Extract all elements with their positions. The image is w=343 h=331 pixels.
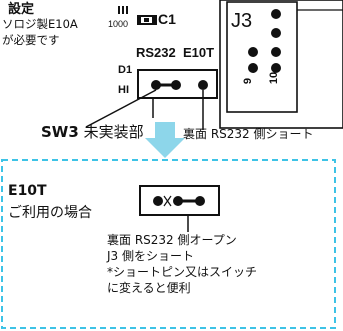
down-arrow-icon — [145, 122, 185, 158]
capacitor-c1 — [137, 15, 157, 25]
sw3-caption-rest: 未実装部 — [78, 123, 144, 141]
back-short-rs232-label: 裏面 RS232 側ショート — [183, 127, 314, 141]
pin-10-label: 10 — [268, 71, 281, 85]
e10t-title: E10T — [8, 183, 47, 199]
note-line1: ソロジ製E10A — [2, 17, 78, 31]
pin-9-label: 9 — [242, 77, 255, 85]
sw3-footprint — [137, 69, 218, 130]
e10t-note-line: *ショートピン又はスイッチ — [107, 265, 258, 279]
note-line2: が必要です — [2, 33, 60, 47]
switch-header-label: RS232 E10T — [136, 45, 215, 60]
cap-value-label: 1000 — [108, 19, 129, 29]
note-title-fragment: 設定 — [8, 2, 35, 17]
d1-label: D1 — [118, 64, 133, 76]
sw3-caption-bold: SW3 — [41, 123, 79, 141]
j3-connector — [219, 0, 343, 129]
e10t-usage-label: ご利用の場合 — [8, 205, 92, 221]
e10t-note-line: J3 側をショート — [107, 249, 194, 263]
e10t-switch-footprint — [139, 185, 220, 232]
silk-marks — [118, 6, 128, 14]
e10t-notes: 裏面 RS232 側オープン J3 側をショート *ショートピン又はスイッチ に… — [107, 232, 257, 296]
sw3-leader-line — [85, 89, 157, 128]
hi-label: HI — [118, 84, 129, 96]
j3-pins — [248, 9, 281, 73]
sw3-caption: SW3 未実装部 — [41, 121, 144, 142]
j3-label: J3 — [231, 10, 253, 32]
e10t-note-line: に変えると便利 — [107, 281, 191, 295]
cap-c1-label: C1 — [158, 11, 176, 27]
e10t-note-line: 裏面 RS232 側オープン — [107, 233, 237, 247]
